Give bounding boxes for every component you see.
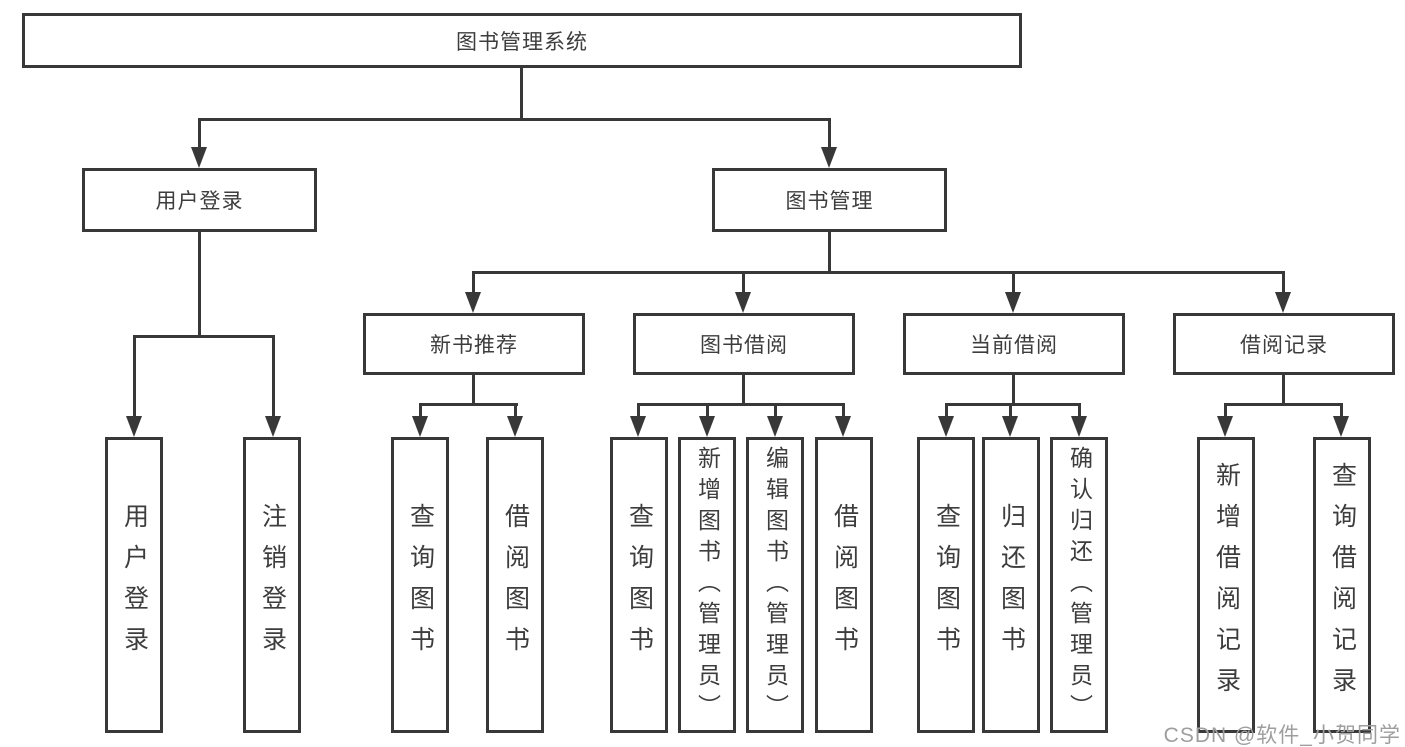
node-leaf-bb-query-label: 查询图书 bbox=[625, 503, 654, 667]
node-leaf-br-add-label: 新增借阅记录 bbox=[1212, 462, 1241, 708]
node-leaf-cb-query: 查询图书 bbox=[917, 437, 975, 733]
connector-userlogin-stem bbox=[198, 118, 201, 150]
node-leaf-user-login-label: 用户登录 bbox=[120, 503, 149, 667]
node-leaf-bb-borrow: 借阅图书 bbox=[815, 437, 873, 733]
node-leaf-user-login: 用户登录 bbox=[105, 437, 163, 733]
node-book-borrow-label: 图书借阅 bbox=[700, 334, 788, 357]
node-leaf-bb-edit-label: 编辑图书（管理员） bbox=[762, 445, 789, 725]
node-user-login: 用户登录 bbox=[82, 168, 317, 232]
node-new-book-rec: 新书推荐 bbox=[363, 313, 585, 375]
node-user-login-label: 用户登录 bbox=[155, 190, 244, 213]
node-book-mgmt-label: 图书管理 bbox=[785, 190, 874, 213]
connector-userlogin-hline bbox=[133, 335, 275, 338]
node-book-mgmt: 图书管理 bbox=[712, 168, 947, 232]
connector-leaf-stem bbox=[514, 403, 517, 419]
arrow-down-icon bbox=[507, 416, 523, 437]
connector-l2-hline bbox=[198, 118, 831, 121]
connector-leaf-stem bbox=[706, 403, 709, 419]
arrow-down-icon bbox=[1333, 416, 1349, 437]
connector-bookmgmt-down bbox=[828, 232, 831, 274]
node-root-label: 图书管理系统 bbox=[456, 30, 588, 54]
connector-leaf-stem bbox=[419, 403, 422, 419]
node-leaf-br-query-label: 查询借阅记录 bbox=[1328, 462, 1357, 708]
node-leaf-cb-confirm-label: 确认归还（管理员） bbox=[1066, 445, 1093, 725]
node-leaf-cb-return-label: 归还图书 bbox=[997, 503, 1026, 667]
connector-br-down bbox=[1282, 375, 1285, 406]
node-leaf-rec-borrow-label: 借阅图书 bbox=[501, 503, 530, 667]
arrow-down-icon bbox=[735, 292, 751, 313]
connector-l3-stem bbox=[742, 271, 745, 293]
arrow-down-icon bbox=[1217, 416, 1233, 437]
connector-l3-stem bbox=[472, 271, 475, 293]
connector-leaf-stem bbox=[774, 403, 777, 419]
connector-root-stem bbox=[520, 68, 523, 120]
connector-leaf-stem bbox=[272, 335, 275, 420]
node-leaf-bb-query: 查询图书 bbox=[610, 437, 668, 733]
node-leaf-bb-add: 新增图书（管理员） bbox=[678, 437, 736, 733]
connector-l3-stem bbox=[1012, 271, 1015, 293]
node-leaf-rec-query-label: 查询图书 bbox=[406, 503, 435, 667]
connector-bb-hline bbox=[637, 403, 845, 406]
connector-leaf-stem bbox=[1340, 403, 1343, 419]
arrow-down-icon bbox=[938, 416, 954, 437]
node-leaf-cb-return: 归还图书 bbox=[982, 437, 1040, 733]
arrow-down-icon bbox=[465, 292, 481, 313]
connector-leaf-stem bbox=[1009, 403, 1012, 419]
node-book-borrow: 图书借阅 bbox=[633, 313, 855, 375]
arrow-down-icon bbox=[1005, 292, 1021, 313]
node-leaf-cb-confirm: 确认归还（管理员） bbox=[1050, 437, 1108, 733]
connector-leaf-stem bbox=[1224, 403, 1227, 419]
arrow-down-icon bbox=[126, 416, 142, 437]
arrow-down-icon bbox=[265, 416, 281, 437]
connector-bookmgmt-stem bbox=[828, 118, 831, 150]
arrow-down-icon bbox=[821, 147, 837, 168]
node-leaf-br-query: 查询借阅记录 bbox=[1313, 437, 1371, 733]
node-leaf-bb-edit: 编辑图书（管理员） bbox=[746, 437, 804, 733]
node-leaf-br-add: 新增借阅记录 bbox=[1197, 437, 1255, 733]
csdn-watermark: CSDN @软件_小贺同学 bbox=[1163, 724, 1401, 747]
node-current-borrow-label: 当前借阅 bbox=[970, 334, 1058, 357]
connector-leaf-stem bbox=[133, 335, 136, 420]
node-leaf-bb-add-label: 新增图书（管理员） bbox=[694, 445, 721, 725]
connector-l3-stem bbox=[1282, 271, 1285, 293]
arrow-down-icon bbox=[767, 416, 783, 437]
connector-leaf-stem bbox=[842, 403, 845, 419]
arrow-down-icon bbox=[412, 416, 428, 437]
connector-cb-down bbox=[1012, 375, 1015, 406]
node-leaf-logout-label: 注销登录 bbox=[258, 503, 287, 667]
arrow-down-icon bbox=[1275, 292, 1291, 313]
connector-leaf-stem bbox=[945, 403, 948, 419]
arrow-down-icon bbox=[630, 416, 646, 437]
arrow-down-icon bbox=[1071, 416, 1087, 437]
arrow-down-icon bbox=[1002, 416, 1018, 437]
connector-l3-hline bbox=[472, 271, 1285, 274]
connector-leaf-stem bbox=[637, 403, 640, 419]
node-leaf-rec-borrow: 借阅图书 bbox=[486, 437, 544, 733]
connector-br-hline bbox=[1224, 403, 1343, 406]
node-leaf-cb-query-label: 查询图书 bbox=[932, 503, 961, 667]
node-current-borrow: 当前借阅 bbox=[903, 313, 1125, 375]
connector-rec-hline bbox=[419, 403, 518, 406]
connector-rec-down bbox=[472, 375, 475, 406]
connector-cb-hline bbox=[945, 403, 1081, 406]
arrow-down-icon bbox=[835, 416, 851, 437]
connector-userlogin-down bbox=[198, 232, 201, 338]
node-root: 图书管理系统 bbox=[22, 13, 1022, 68]
connector-leaf-stem bbox=[1078, 403, 1081, 419]
connector-bb-down bbox=[742, 375, 745, 406]
node-new-book-rec-label: 新书推荐 bbox=[430, 334, 518, 357]
arrow-down-icon bbox=[699, 416, 715, 437]
node-leaf-logout: 注销登录 bbox=[243, 437, 301, 733]
node-leaf-rec-query: 查询图书 bbox=[391, 437, 449, 733]
arrow-down-icon bbox=[191, 147, 207, 168]
node-borrow-records-label: 借阅记录 bbox=[1240, 334, 1328, 357]
node-borrow-records: 借阅记录 bbox=[1173, 313, 1395, 375]
node-leaf-bb-borrow-label: 借阅图书 bbox=[830, 503, 859, 667]
